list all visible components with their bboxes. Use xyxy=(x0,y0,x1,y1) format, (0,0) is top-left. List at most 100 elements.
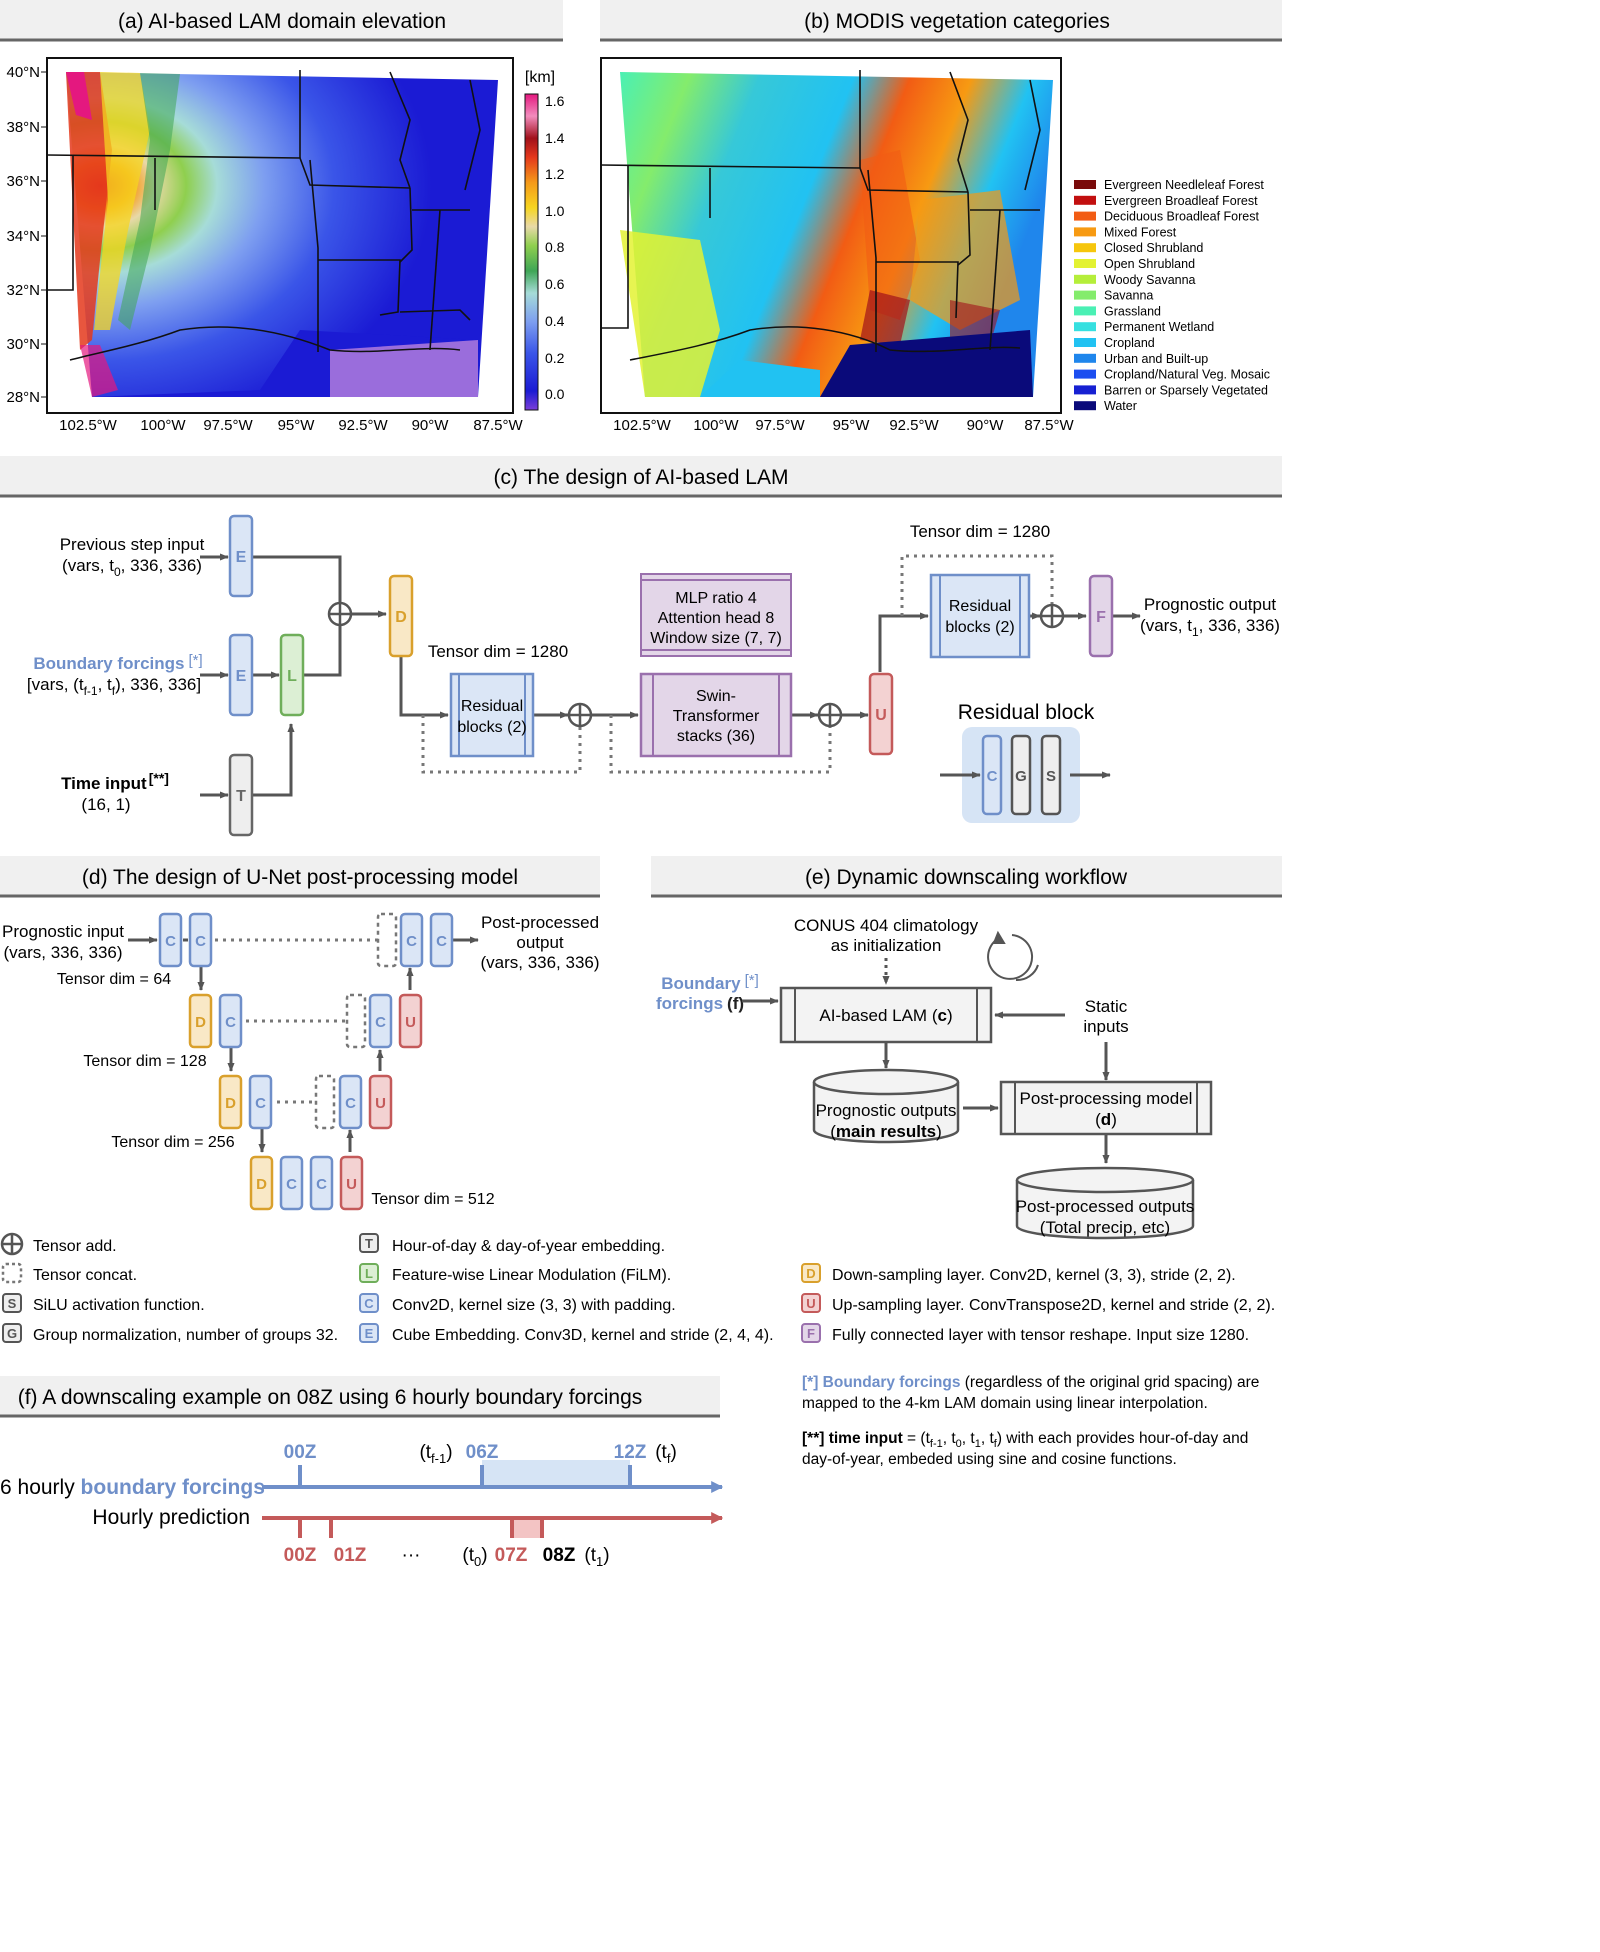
legend-label: Permanent Wetland xyxy=(1104,320,1214,334)
state-borders xyxy=(600,70,1041,352)
colorbar-tick: 0.8 xyxy=(545,239,565,255)
timeline: 00Z 06Z 12Z (tf-1) (tf) 6 hourly boundar… xyxy=(0,1442,724,1569)
svg-text:D: D xyxy=(395,609,407,626)
svg-text:D: D xyxy=(195,1014,206,1031)
lat-label: 28°N xyxy=(6,389,40,406)
legend-swatch xyxy=(1074,401,1096,411)
conv2d-block: C xyxy=(981,734,1003,816)
prediction-ticks xyxy=(298,1518,544,1538)
legend-cube-embedding: E Cube Embedding. Conv3D, kernel and str… xyxy=(359,1323,774,1344)
conus-label-2: as initialization xyxy=(831,936,942,955)
conv2d-block: C xyxy=(158,912,183,968)
panel-f-title: (f) A downscaling example on 08Z using 6… xyxy=(18,1386,643,1409)
boundary-time-label: 00Z xyxy=(284,1442,317,1463)
panel-e-title: (e) Dynamic downscaling workflow xyxy=(805,866,1128,889)
svg-text:C: C xyxy=(225,1014,236,1031)
elevation-map: 40°N 38°N 36°N 34°N 32°N 30°N 28°N 102.5… xyxy=(6,57,524,434)
lon-label: 97.5°W xyxy=(755,417,805,434)
cube-embedding-block: E xyxy=(228,633,254,717)
legend-swatch xyxy=(1074,195,1096,205)
svg-text:C: C xyxy=(364,1296,374,1311)
tensor-dim-label: Tensor dim = 128 xyxy=(83,1053,206,1070)
lam-box: AI-based LAM (c) xyxy=(779,986,993,1044)
unet-skip-connections xyxy=(215,938,378,1104)
prognostic-output-label: Prognostic output xyxy=(1144,595,1277,614)
t0-label: (t0) xyxy=(462,1545,487,1569)
vegetation-legend-item: Mixed Forest xyxy=(1074,225,1177,239)
prediction-time-label: 01Z xyxy=(334,1545,367,1566)
svg-text:stacks (36): stacks (36) xyxy=(677,728,755,745)
lon-label: 92.5°W xyxy=(338,417,388,434)
cube-embedding-block: E xyxy=(228,514,254,598)
lon-label: 102.5°W xyxy=(613,417,672,434)
legend-swatch xyxy=(1074,243,1096,253)
legend-swatch xyxy=(1074,385,1096,395)
legend-silu: S SiLU activation function. xyxy=(2,1293,205,1314)
colorbar-tick: 0.6 xyxy=(545,276,565,292)
unet-input-dims: (vars, 336, 336) xyxy=(3,943,122,962)
conv2d-block: C xyxy=(429,912,454,968)
boundary-forcings-dims: [vars, (tf-1, tf), 336, 336] xyxy=(27,675,201,698)
legend-groupnorm: G Group normalization, number of groups … xyxy=(2,1323,338,1344)
svg-text:C: C xyxy=(375,1014,386,1031)
prev-input-label: Previous step input xyxy=(60,535,205,554)
residual-block-title: Residual block xyxy=(958,701,1095,724)
downsample-block: D xyxy=(388,574,414,658)
coastline xyxy=(69,326,461,361)
svg-text:D: D xyxy=(806,1266,815,1281)
swin-config-box: MLP ratio 4 Attention head 8 Window size… xyxy=(640,573,792,657)
footnote-2: [**] time input = (tf-1, t0, t1, tf) wit… xyxy=(802,1430,1248,1450)
legend-label: Urban and Built-up xyxy=(1104,352,1208,366)
colorbar-tick: 1.6 xyxy=(545,93,565,109)
vegetation-legend-item: Deciduous Broadleaf Forest xyxy=(1074,210,1259,224)
tensor-dim-label: Tensor dim = 64 xyxy=(57,971,171,988)
svg-text:(d): (d) xyxy=(1095,1110,1117,1129)
legend-swatch xyxy=(1074,227,1096,237)
lat-ticks xyxy=(41,71,47,398)
lat-label: 32°N xyxy=(6,282,40,299)
unet-output-label-2: output xyxy=(516,933,564,952)
lon-label: 100°W xyxy=(140,417,186,434)
lon-label: 95°W xyxy=(833,417,871,434)
svg-text:S: S xyxy=(8,1296,17,1311)
tensor-add-icon xyxy=(327,601,353,627)
legend-label: Grassland xyxy=(1104,304,1161,318)
lon-labels-b: 102.5°W 100°W 97.5°W 95°W 92.5°W 90°W 87… xyxy=(613,417,1074,434)
post-processing-box: Post-processing model (d) xyxy=(999,1080,1213,1136)
legend-label: Mixed Forest xyxy=(1104,225,1177,239)
symbol-legend: Tensor add. Tensor concat. S SiLU activa… xyxy=(0,1232,1275,1344)
svg-text:U: U xyxy=(375,1095,386,1112)
svg-text:C: C xyxy=(436,933,447,950)
svg-text:C: C xyxy=(165,933,176,950)
conv2d-block: C xyxy=(399,912,424,968)
tensor-add-icon xyxy=(817,702,843,728)
legend-label: Evergreen Needleleaf Forest xyxy=(1104,178,1264,192)
svg-text:Hour-of-day & day-of-year embe: Hour-of-day & day-of-year embedding. xyxy=(392,1238,665,1255)
colorbar-tick: 1.2 xyxy=(545,166,565,182)
unet-input-label: Prognostic input xyxy=(2,922,124,941)
colorbar-tick: 1.0 xyxy=(545,203,565,219)
svg-text:C: C xyxy=(195,933,206,950)
legend-swatch xyxy=(1074,290,1096,300)
workflow-boundary-label: Boundary[*] xyxy=(661,972,759,993)
legend-label: Closed Shrubland xyxy=(1104,241,1203,255)
conv2d-block: C xyxy=(309,1155,334,1211)
residual-block-inset: C G S xyxy=(940,727,1111,823)
silu-block: S xyxy=(1040,734,1062,816)
lat-label: 30°N xyxy=(6,336,40,353)
svg-text:C: C xyxy=(286,1176,297,1193)
legend-downsample: D Down-sampling layer. Conv2D, kernel (3… xyxy=(801,1263,1236,1284)
svg-text:Residual: Residual xyxy=(461,698,523,715)
svg-text:S: S xyxy=(1046,768,1056,785)
vegetation-map: 102.5°W 100°W 97.5°W 95°W 92.5°W 90°W 87… xyxy=(600,57,1075,434)
conv2d-block: C xyxy=(248,1074,273,1130)
legend-swatch xyxy=(1074,338,1096,347)
lam-diagram: Previous step input (vars, t0, 336, 336)… xyxy=(27,514,1280,837)
svg-text:Tensor concat.: Tensor concat. xyxy=(33,1267,137,1284)
legend-tensor-concat: Tensor concat. xyxy=(1,1262,137,1284)
boundary-forcings-label: Boundary forcings[*] xyxy=(33,652,202,673)
tensor-add-nodes xyxy=(327,601,1065,728)
vegetation-legend-item: Water xyxy=(1074,399,1137,413)
tensor-dim-label: Tensor dim = 1280 xyxy=(428,642,568,661)
